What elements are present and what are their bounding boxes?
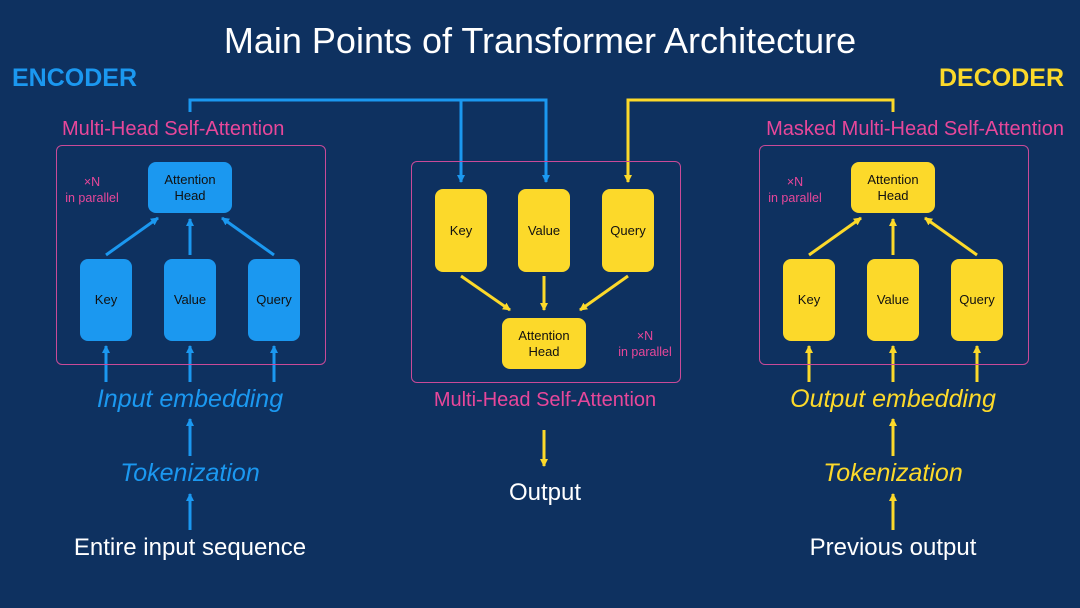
middle-query-block: Query xyxy=(602,189,654,272)
encoder-attention-label: Multi-Head Self-Attention xyxy=(62,118,285,140)
middle-attention-box xyxy=(411,161,681,383)
decoder-attention-head: Attention Head xyxy=(851,162,935,213)
encoder-parallel-note: ×N in parallel xyxy=(65,175,119,205)
decoder-query-block: Query xyxy=(951,259,1003,341)
middle-attention-label: Multi-Head Self-Attention xyxy=(433,389,657,411)
encoder-input-embedding: Input embedding xyxy=(96,385,284,413)
encoder-tokenization: Tokenization xyxy=(120,459,260,487)
middle-parallel-note: ×N in parallel xyxy=(618,329,672,359)
decoder-value-block: Value xyxy=(867,259,919,341)
encoder-attention-head: Attention Head xyxy=(148,162,232,213)
middle-value-block: Value xyxy=(518,189,570,272)
decoder-attention-label: Masked Multi-Head Self-Attention xyxy=(766,118,1064,140)
encoder-label: ENCODER xyxy=(12,64,138,92)
decoder-output-embedding: Output embedding xyxy=(790,385,996,413)
encoder-key-block: Key xyxy=(80,259,132,341)
middle-attention-head: Attention Head xyxy=(502,318,586,369)
decoder-previous-output: Previous output xyxy=(809,534,977,561)
encoder-input-sequence: Entire input sequence xyxy=(73,534,307,561)
decoder-tokenization: Tokenization xyxy=(823,459,963,487)
decoder-parallel-note: ×N in parallel xyxy=(768,175,822,205)
decoder-attention-box xyxy=(759,145,1029,365)
decoder-key-block: Key xyxy=(783,259,835,341)
encoder-value-block: Value xyxy=(164,259,216,341)
diagram-title: Main Points of Transformer Architecture xyxy=(223,20,857,61)
middle-output: Output xyxy=(508,479,582,506)
encoder-query-block: Query xyxy=(248,259,300,341)
encoder-attention-box xyxy=(56,145,326,365)
middle-key-block: Key xyxy=(435,189,487,272)
decoder-label: DECODER xyxy=(938,64,1064,92)
